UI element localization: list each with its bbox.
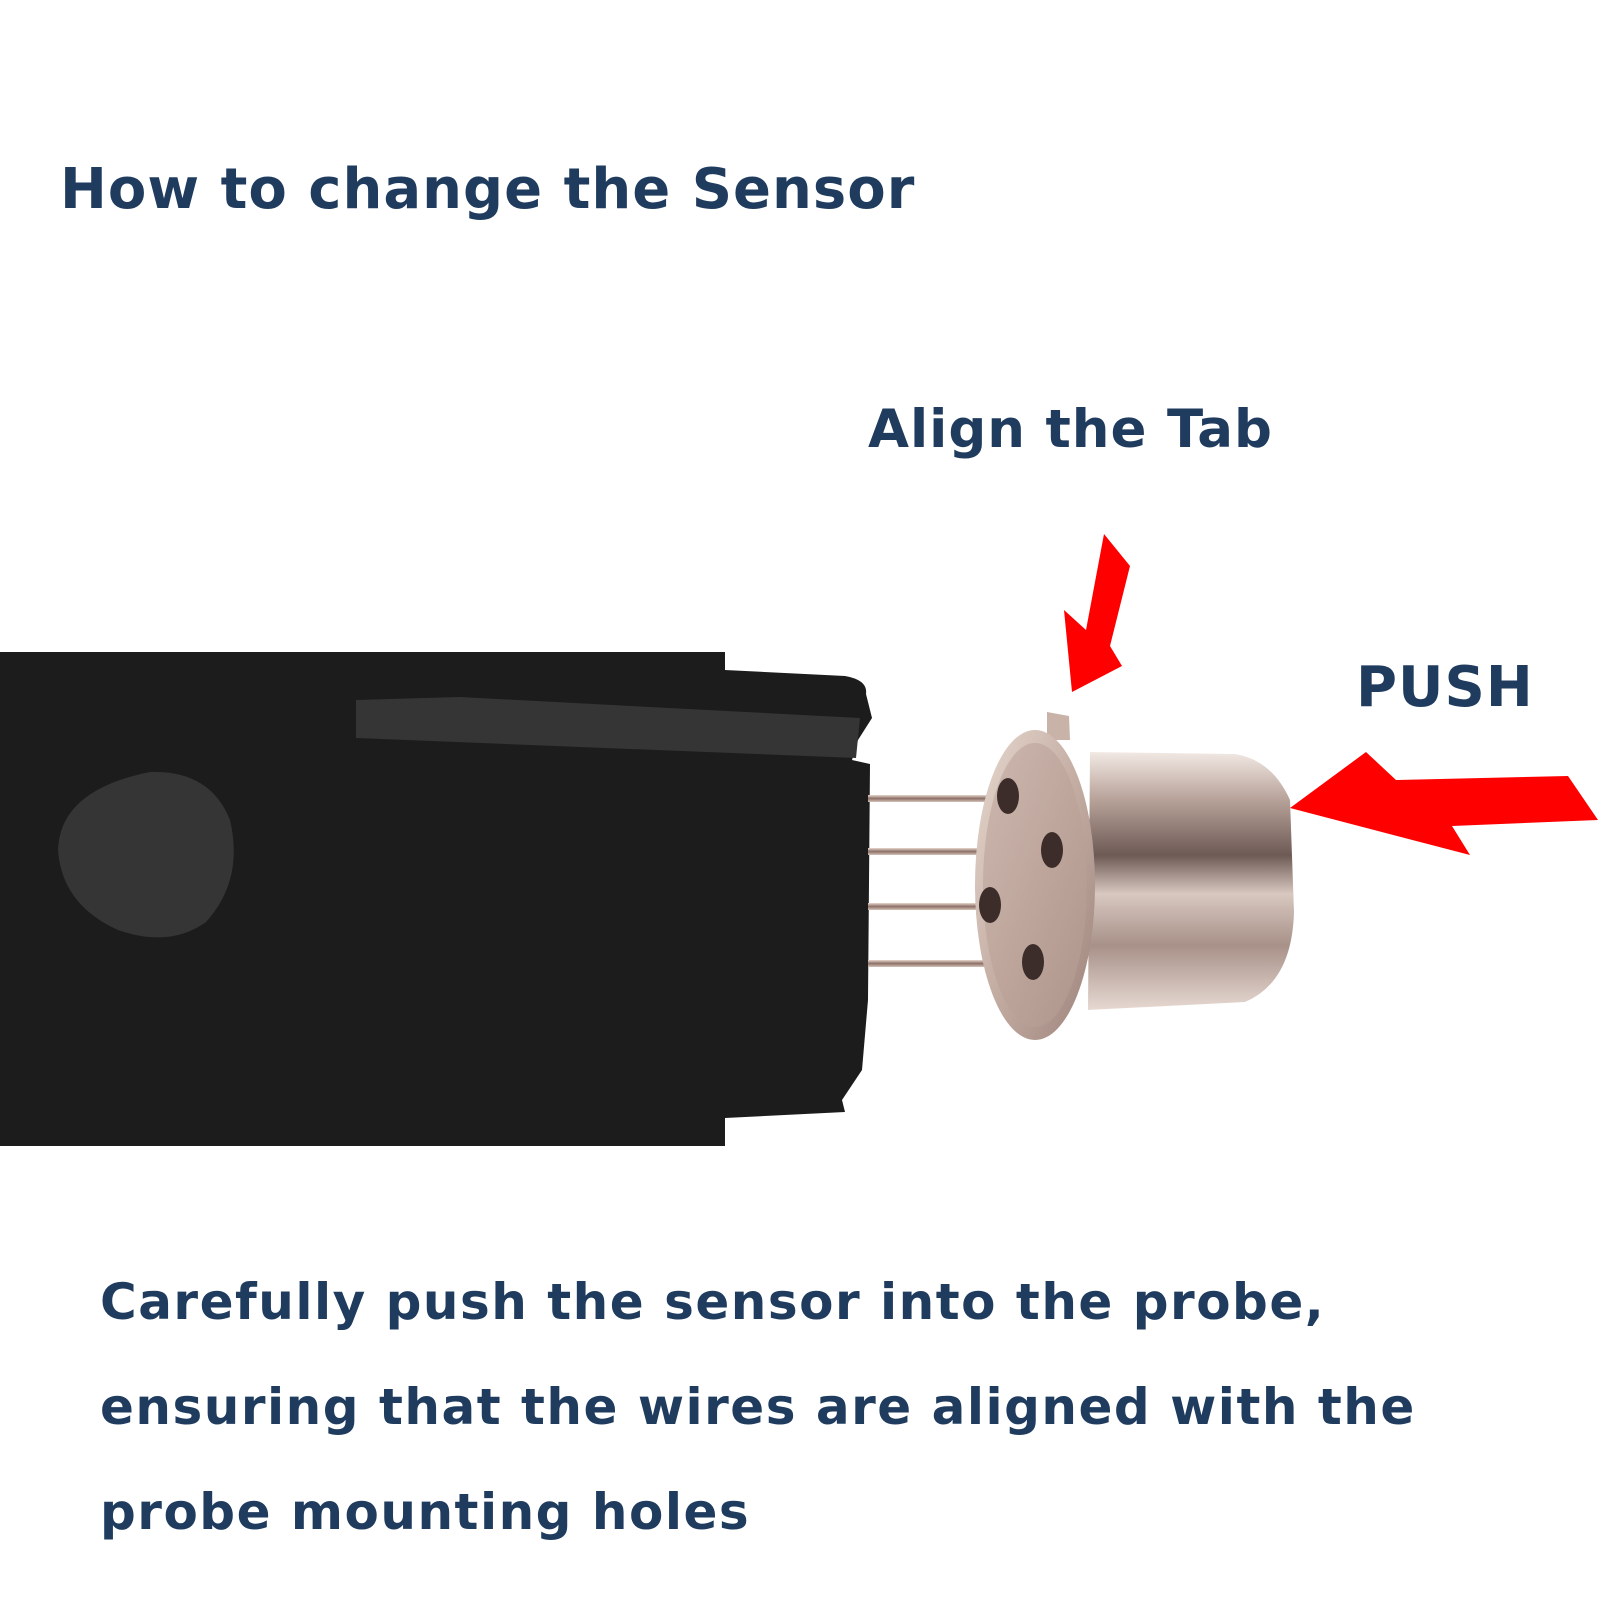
align-tab-label: Align the Tab — [868, 399, 1273, 460]
sensor-tab — [1047, 712, 1070, 740]
arrow-left-icon — [1290, 752, 1598, 855]
page-title: How to change the Sensor — [60, 157, 916, 222]
instruction-line: probe mounting holes — [100, 1483, 751, 1541]
probe-body — [0, 652, 872, 1146]
instruction-text: Carefully push the sensor into the probe… — [100, 1250, 1560, 1565]
sensor-pin-holes — [979, 778, 1063, 980]
probe-button — [58, 771, 234, 938]
instruction-line: Carefully push the sensor into the probe… — [100, 1273, 1326, 1331]
sensor-can — [1088, 752, 1294, 1010]
sensor-component — [975, 712, 1294, 1040]
probe-slot — [356, 697, 860, 758]
arrow-down-left-icon — [1064, 534, 1130, 692]
push-label: PUSH — [1356, 655, 1534, 720]
instruction-line: ensuring that the wires are aligned with… — [100, 1378, 1416, 1436]
sensor-wires — [868, 795, 1046, 967]
